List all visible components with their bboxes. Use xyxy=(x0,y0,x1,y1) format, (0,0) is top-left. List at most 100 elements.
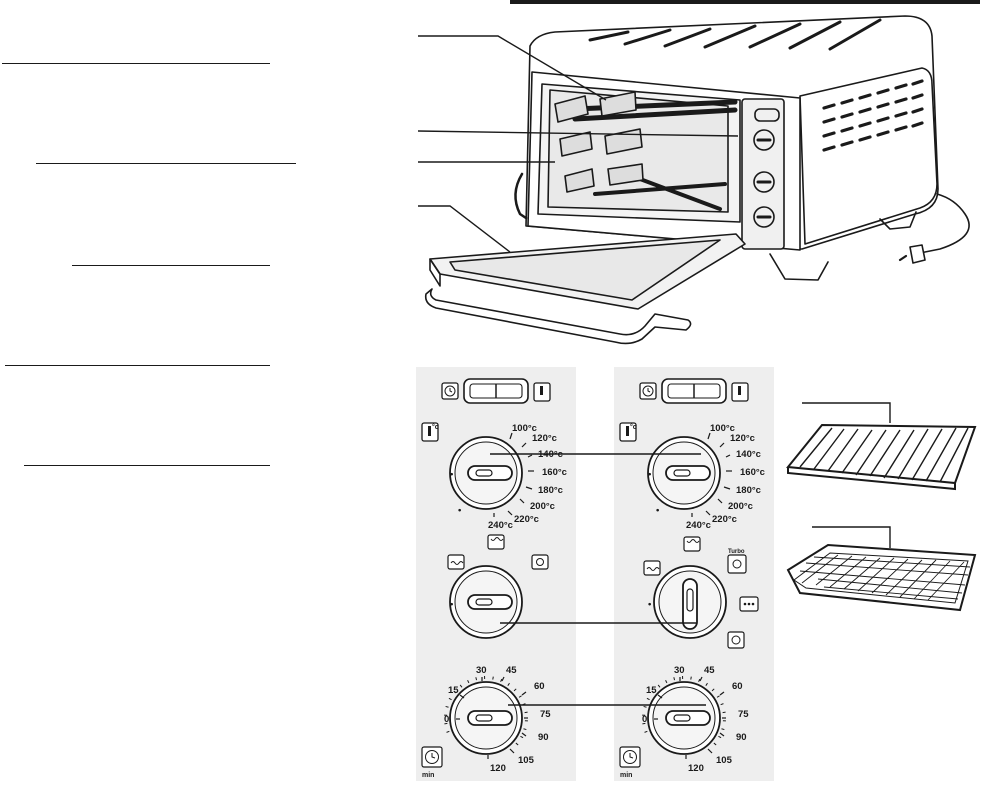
timer-minor-tick xyxy=(643,705,647,708)
timer-scale-label-8: 120 xyxy=(688,763,704,774)
timer-minor-tick xyxy=(721,728,725,731)
timer-minor-tick xyxy=(520,735,524,739)
lamp-icon xyxy=(727,631,745,649)
timer-minor-tick xyxy=(448,697,452,701)
timer-unit-label: min xyxy=(422,772,434,779)
timer-minor-tick xyxy=(711,688,715,692)
accessories-illustration xyxy=(786,402,977,612)
temp-scale-label-tick-6 xyxy=(705,510,711,516)
temp-scale-label-tick-0 xyxy=(509,432,513,440)
timer-knob-left[interactable] xyxy=(449,681,523,755)
timer-scale-label-5: 75 xyxy=(540,709,551,720)
timer-minor-tick xyxy=(698,678,701,683)
temp-scale-label-7: 240°c xyxy=(488,520,513,531)
timer-scale-label-6: 90 xyxy=(538,732,549,743)
temp-scale-label-tick-1 xyxy=(521,442,527,448)
timer-scale-label-tick-3 xyxy=(501,676,505,682)
timer-scale-label-7: 105 xyxy=(716,755,733,766)
timer-minor-tick xyxy=(507,682,510,686)
temp-scale-label-tick-4 xyxy=(525,486,533,490)
timer-scale-label-1: 15 xyxy=(646,685,657,696)
timer-minor-tick xyxy=(492,676,494,680)
function-knob-left[interactable] xyxy=(449,565,523,639)
thermostat-off-mark: • xyxy=(648,469,652,480)
timer-minor-tick xyxy=(467,680,470,684)
timer-scale-label-4: 60 xyxy=(534,681,545,692)
temp-scale-label-1: 120°c xyxy=(532,433,557,444)
timer-minor-tick xyxy=(718,735,722,739)
timer-minor-tick xyxy=(713,742,717,746)
timer-scale-label-2: 30 xyxy=(674,665,685,676)
temp-scale-label-0: 100°c xyxy=(512,423,537,434)
callout-glass-door xyxy=(418,205,511,253)
left-callout-line-4 xyxy=(5,365,270,366)
timer-minor-tick xyxy=(446,730,450,733)
temp-scale-label-tick-1 xyxy=(719,442,725,448)
function-icons-right: Turbo xyxy=(643,536,759,649)
timer-minor-tick xyxy=(500,678,503,683)
timer-scale-label-tick-7 xyxy=(509,748,515,754)
left-callout-line-5 xyxy=(24,465,270,466)
function-icons-left xyxy=(447,534,549,570)
callout-baking-tray xyxy=(812,526,891,548)
timer-scale-label-tick-7 xyxy=(707,748,713,754)
timer-minor-tick xyxy=(720,703,724,706)
left-callout-line-1 xyxy=(2,63,270,64)
callout-thermometer-zone xyxy=(417,130,739,137)
timer-unit-label: min xyxy=(620,772,632,779)
temp-scale-label-0: 100°c xyxy=(710,423,735,434)
temp-scale-label-tick-2 xyxy=(725,454,731,458)
timer-minor-tick xyxy=(665,680,668,684)
turbo-label: Turbo xyxy=(728,549,745,555)
upper-heat-icon xyxy=(487,534,505,550)
temp-scale-label-4: 180°c xyxy=(538,485,563,496)
temp-scale-label-tick-0 xyxy=(707,432,711,440)
timer-scale-label-7: 105 xyxy=(518,755,535,766)
timer-knob-right[interactable] xyxy=(647,681,721,755)
temp-scale-label-6: 220°c xyxy=(712,514,737,525)
timer-scale-label-0: 0 xyxy=(642,714,647,725)
thermostat-knob[interactable] xyxy=(449,436,523,510)
panel-callout-lines xyxy=(490,453,706,706)
timer-scale-label-1: 15 xyxy=(448,685,459,696)
top-switch-group xyxy=(639,378,749,404)
baking-tray-accessory xyxy=(786,543,977,612)
timer-minor-tick xyxy=(518,695,522,698)
function-off-mark: • xyxy=(450,599,454,610)
temp-scale-label-tick-6 xyxy=(507,510,513,516)
timer-scale-label-tick-1 xyxy=(657,694,663,699)
timer-minor-tick xyxy=(673,677,676,681)
wire-rack-accessory xyxy=(786,423,977,491)
timer-minor-tick xyxy=(453,690,457,694)
timer-minor-tick xyxy=(651,690,655,694)
temp-unit-label: °c xyxy=(432,423,439,431)
function-knob-right[interactable] xyxy=(653,565,727,639)
timer-minor-tick xyxy=(515,742,519,746)
top-switch-group xyxy=(441,378,551,404)
timer-scale-label-0: 0 xyxy=(444,714,449,725)
temp-scale-label-4: 180°c xyxy=(736,485,761,496)
timer-minor-tick xyxy=(646,697,650,701)
timer-scale-label-8: 120 xyxy=(490,763,506,774)
left-callout-line-2 xyxy=(36,163,296,164)
temp-scale-label-5: 200°c xyxy=(530,501,555,512)
temp-scale-label-tick-5 xyxy=(717,498,723,504)
lower-heat-icon xyxy=(447,554,465,570)
temp-scale-label-3: 160°c xyxy=(542,467,567,478)
function-off-mark: • xyxy=(648,599,652,610)
timer-minor-tick xyxy=(513,688,517,692)
timer-minor-tick xyxy=(716,695,720,698)
temp-scale-label-6: 220°c xyxy=(514,514,539,525)
temp-scale-label-2: 140°c xyxy=(736,449,761,460)
timer-scale-label-tick-3 xyxy=(699,676,703,682)
lower-heat-icon xyxy=(643,560,661,576)
lamp-icon xyxy=(531,554,549,570)
thermostat-knob[interactable] xyxy=(647,436,721,510)
callout-upper-heating-element xyxy=(418,35,607,101)
temp-scale-label-3: 160°c xyxy=(740,467,765,478)
temp-scale-label-tick-5 xyxy=(519,498,525,504)
timer-minor-tick xyxy=(657,684,661,688)
timer-minor-tick xyxy=(475,677,478,681)
